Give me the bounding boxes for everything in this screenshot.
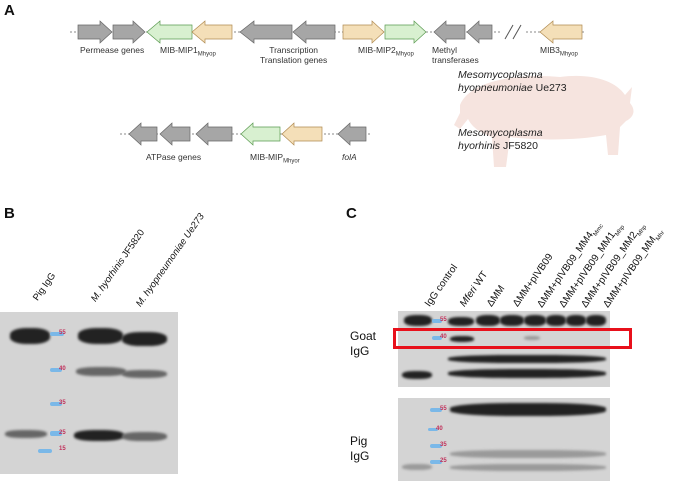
ladder-c-bottom-55-mark — [430, 408, 442, 412]
western-blot-b: 55 40 35 25 15 — [0, 312, 178, 474]
transcription-gene-1 — [239, 20, 293, 44]
band-b-l3-40 — [122, 370, 167, 378]
lane-label-m-hyorhinis: M. hyorhinis JF5820 — [88, 227, 148, 304]
permease-gene-2 — [112, 20, 146, 44]
fola-gene — [337, 122, 367, 146]
panel-label-c: C — [346, 205, 357, 222]
atpase-gene-1 — [128, 122, 158, 146]
mib-gene-row2 — [240, 122, 281, 146]
ladder-b-40-mark — [50, 368, 62, 372]
lane-label-dmm: ΔMM — [484, 283, 508, 309]
band-c-top-l1-row3 — [402, 371, 432, 379]
lane-label-pig-igg: Pig IgG — [30, 270, 59, 303]
mip1-gene — [191, 20, 233, 44]
mib1-gene — [146, 20, 193, 44]
band-c-bottom-55 — [450, 403, 606, 416]
methyl-gene-2 — [466, 20, 493, 44]
ladder-c-bottom-25: 25 — [440, 458, 447, 464]
band-c-top-row3 — [448, 369, 606, 378]
ladder-c-bottom-55: 55 — [440, 406, 447, 412]
atpase-gene-2 — [159, 122, 191, 146]
ladder-c-bottom-35-mark — [430, 444, 442, 448]
ladder-c-top-40-mark — [432, 336, 442, 340]
caption-atpase: ATPase genes — [146, 152, 202, 162]
caption-permease: Permease genes — [80, 45, 145, 55]
western-blot-c-pig: 55 40 35 25 — [398, 398, 610, 481]
caption-fola: folA — [342, 152, 357, 162]
ladder-b-15: 15 — [59, 446, 66, 452]
mib3-gene — [539, 20, 583, 44]
ladder-b-35-mark — [50, 402, 62, 406]
ladder-b-55: 55 — [59, 330, 66, 336]
band-c-top-l5-target — [524, 336, 540, 340]
mip2-gene — [342, 20, 385, 44]
band-c-top-l1-55 — [404, 315, 432, 326]
highlight-box — [393, 328, 632, 349]
western-blot-c-goat: 55 40 — [398, 311, 610, 387]
caption-mib-mip1: MIB-MIP1Mhyop — [160, 45, 216, 58]
goat-igg-label: Goat IgG — [350, 329, 377, 358]
band-c-top-row2 — [448, 355, 606, 363]
ladder-c-bottom-35: 35 — [440, 442, 447, 448]
pig-watermark — [454, 75, 634, 167]
panel-label-a: A — [4, 2, 15, 19]
organism-1-name: Mesomycoplasma hyopneumoniae Ue273 — [458, 69, 567, 94]
band-b-l1-25 — [5, 430, 47, 438]
lane-label-igg-control: IgG control — [422, 262, 461, 309]
ladder-c-top-40: 40 — [440, 334, 447, 340]
band-c-bottom-row2 — [450, 450, 606, 458]
caption-mib-mip2: MIB-MIP2Mhyop — [358, 45, 414, 58]
mip-gene-row2 — [281, 122, 323, 146]
gene-row-2 — [120, 122, 372, 146]
ladder-b-55-mark — [50, 332, 64, 336]
organism-2-name: Mesomycoplasma hyorhinis JF5820 — [458, 127, 543, 152]
caption-mib-mip: MIB-MIPMhyor — [250, 152, 300, 165]
ladder-c-bottom-40: 40 — [436, 426, 443, 432]
band-b-l1-55 — [10, 328, 50, 344]
band-b-l2-25 — [74, 430, 124, 441]
band-b-l2-40 — [76, 367, 126, 376]
ladder-c-bottom-25-mark — [430, 460, 442, 464]
ladder-b-25: 25 — [59, 430, 66, 436]
atpase-gene-3 — [195, 122, 233, 146]
mib2-gene — [384, 20, 427, 44]
ladder-c-top-55: 55 — [440, 317, 447, 323]
ladder-b-35: 35 — [59, 400, 66, 406]
gene-map — [70, 20, 585, 146]
band-c-top-l2-55 — [448, 317, 474, 326]
lane-label-m-hyopneumoniae: M. hyopneumoniae Ue273 — [133, 211, 207, 309]
ladder-c-top-55-mark — [432, 319, 442, 323]
pig-igg-label: Pig IgG — [350, 434, 370, 463]
ladder-b-15-mark — [38, 449, 52, 453]
ladder-b-25-mark — [50, 431, 62, 436]
band-b-l3-55 — [122, 332, 167, 346]
ladder-c-bottom-40-mark — [428, 428, 438, 431]
band-b-l3-25 — [122, 432, 167, 441]
caption-mib3: MIB3Mhyop — [540, 45, 578, 58]
band-c-bottom-l1 — [402, 464, 432, 470]
panel-label-b: B — [4, 205, 15, 222]
gene-row-1 — [70, 20, 585, 44]
methyl-gene-1 — [433, 20, 466, 44]
transcription-gene-2 — [292, 20, 336, 44]
band-c-top-l2-target — [450, 336, 474, 342]
band-b-l2-55 — [78, 328, 123, 344]
permease-gene-1 — [77, 20, 113, 44]
ladder-b-40: 40 — [59, 366, 66, 372]
band-c-bottom-row3 — [450, 464, 606, 471]
